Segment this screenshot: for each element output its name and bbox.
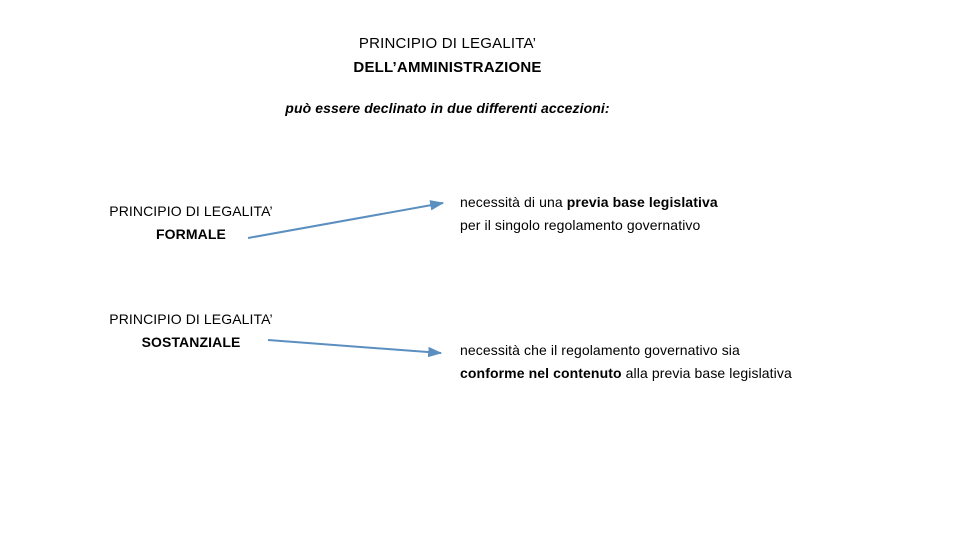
branch-label-sostanziale-bottom: SOSTANZIALE — [141, 334, 241, 350]
text-plain: necessità di una — [460, 194, 567, 210]
text-bold: conforme nel contenuto — [460, 365, 622, 381]
branch-description-formale: necessità di una previa base legislativa… — [460, 191, 718, 237]
slide-title: PRINCIPIO DI LEGALITA’ DELL’AMMINISTRAZI… — [245, 32, 650, 80]
branch-description-formale-line-1: necessità di una previa base legislativa — [460, 191, 718, 214]
text-bold: previa base legislativa — [566, 194, 718, 210]
text-tail: alla previa base legislativa — [621, 365, 792, 381]
branch-description-sostanziale-line-2: conforme nel contenuto alla previa base … — [460, 362, 792, 385]
text-plain: necessità che il regolamento governativo… — [460, 342, 740, 358]
branch-label-formale-top: PRINCIPIO DI LEGALITA’ — [109, 203, 273, 219]
branch-description-sostanziale: necessità che il regolamento governativo… — [460, 339, 792, 385]
branch-description-formale-line-2: per il singolo regolamento governativo — [460, 214, 718, 237]
title-line-1: PRINCIPIO DI LEGALITA’ — [358, 35, 537, 52]
branch-label-sostanziale-top: PRINCIPIO DI LEGALITA’ — [109, 311, 273, 327]
branch-label-formale-bottom: FORMALE — [156, 226, 226, 242]
branch-label-formale: PRINCIPIO DI LEGALITA’ FORMALE — [83, 200, 299, 246]
branch-description-sostanziale-line-1: necessità che il regolamento governativo… — [460, 339, 792, 362]
slide-subtitle: può essere declinato in due differenti a… — [285, 100, 610, 116]
branch-label-sostanziale: PRINCIPIO DI LEGALITA’ SOSTANZIALE — [83, 308, 299, 354]
text-plain: per il singolo regolamento governativo — [460, 217, 701, 233]
title-line-2: DELL’AMMINISTRAZIONE — [353, 59, 542, 76]
